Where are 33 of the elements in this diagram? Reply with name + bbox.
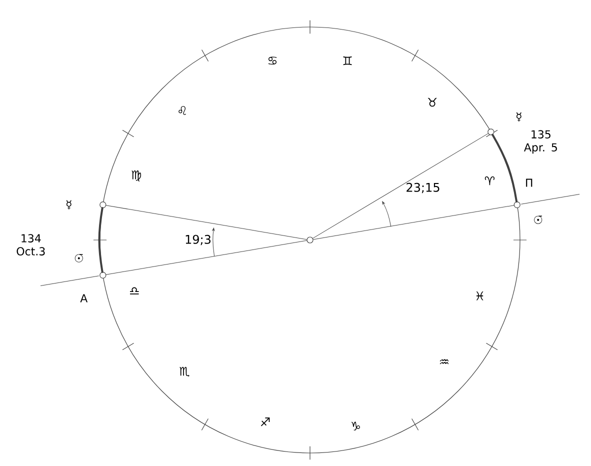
line (106, 240, 307, 275)
point-marker (306, 236, 314, 244)
point-label: ☉̄ (74, 254, 83, 262)
angle-label: 19;3 (186, 234, 210, 246)
zodiac-sign: ♊ (343, 56, 352, 66)
point-label: ☿ (516, 112, 522, 122)
line (98, 207, 104, 273)
point-label: 135 Apr. 5 (524, 130, 557, 154)
point-marker (100, 272, 106, 278)
angle-label: 23;15 (406, 182, 440, 194)
zodiac-sign: ♎ (130, 287, 139, 294)
point-label: A (80, 294, 88, 302)
zodiac-sign: ♌ (178, 106, 186, 115)
point-label: ☉̄ (534, 216, 542, 224)
zodiac-sign: ♉ (428, 98, 437, 107)
zodiac-sign: ♐ (260, 418, 270, 426)
line (313, 205, 514, 240)
point-label: ☿ (66, 200, 72, 210)
point-label: 134 Oct.3 (16, 234, 45, 256)
zodiac-sign: ♍ (132, 170, 142, 182)
zodiac-sign: ♈ (484, 176, 495, 186)
point-marker (100, 202, 106, 208)
zodiac-sign: ♒ (440, 359, 449, 364)
point-marker (488, 128, 494, 136)
line (492, 134, 518, 203)
point-marker (514, 202, 520, 208)
line (106, 205, 307, 240)
zodiac-sign: ♓ (476, 292, 484, 300)
zodiac-sign: ♑ (351, 422, 360, 430)
line (312, 133, 488, 239)
zodiac-sign: ♏ (180, 366, 190, 377)
zodiac-sign: ♋ (268, 56, 277, 64)
point-label: Π (526, 178, 532, 187)
